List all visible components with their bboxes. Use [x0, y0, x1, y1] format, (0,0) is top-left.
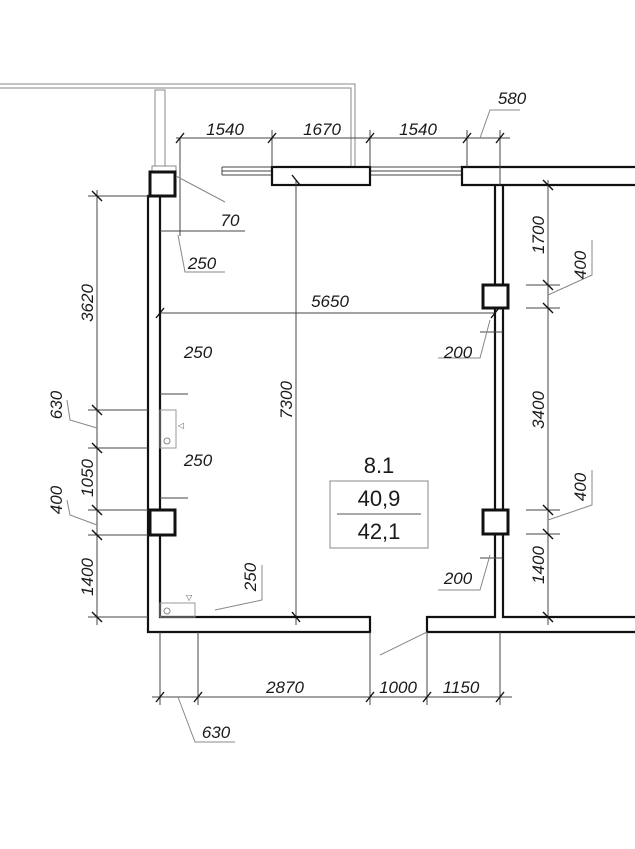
- room-area-total: 42,1: [358, 519, 401, 544]
- dim-left-4: 400: [47, 485, 66, 514]
- dim-top-3: 1540: [399, 120, 437, 139]
- dim-wall-250: 250: [183, 451, 213, 470]
- dim-left-1: 3620: [78, 284, 97, 322]
- dim-wall-250: 250: [183, 343, 213, 362]
- dim-interior-depth: 7300: [277, 381, 296, 419]
- room-number: 8.1: [364, 453, 395, 478]
- dim-bottom-4: 630: [202, 723, 231, 742]
- dim-wall-70: 70: [221, 211, 240, 230]
- dim-bottom-2: 1000: [379, 678, 417, 697]
- duct-outline: [0, 83, 356, 174]
- room-area-living: 40,9: [358, 486, 401, 511]
- dim-left-2: 630: [47, 390, 66, 419]
- dim-left-5: 1400: [78, 558, 97, 596]
- dim-wall-250: 250: [241, 562, 260, 592]
- dim-top-1: 1540: [206, 120, 244, 139]
- column: [481, 508, 510, 536]
- dim-wall-200: 200: [443, 569, 473, 588]
- dim-bottom-1: 2870: [265, 678, 304, 697]
- dim-left-3: 1050: [78, 459, 97, 497]
- dimension-lines: [66, 109, 593, 743]
- top-wall: [221, 165, 635, 187]
- dim-right-3: 3400: [529, 391, 548, 429]
- dim-right-1: 1700: [529, 216, 548, 254]
- dim-right-4: 400: [571, 472, 590, 501]
- room-label: 8.1 40,9 42,1: [329, 453, 429, 549]
- dim-wall-250: 250: [187, 254, 217, 273]
- dim-top-2: 1670: [303, 120, 341, 139]
- dim-right-5: 1400: [529, 546, 548, 584]
- svg-text:◁: ◁: [177, 421, 184, 430]
- right-wall: [425, 185, 635, 634]
- dim-interior-width: 5650: [311, 292, 349, 311]
- dim-wall-200: 200: [443, 343, 473, 362]
- dim-top-4: 580: [498, 89, 527, 108]
- riser-fixture: ◁ ▽: [159, 409, 196, 618]
- column: [148, 508, 177, 537]
- column: [481, 283, 510, 310]
- dim-right-2: 400: [571, 250, 590, 279]
- dim-bottom-3: 1150: [443, 678, 480, 697]
- svg-text:▽: ▽: [186, 593, 193, 602]
- column: [148, 170, 177, 198]
